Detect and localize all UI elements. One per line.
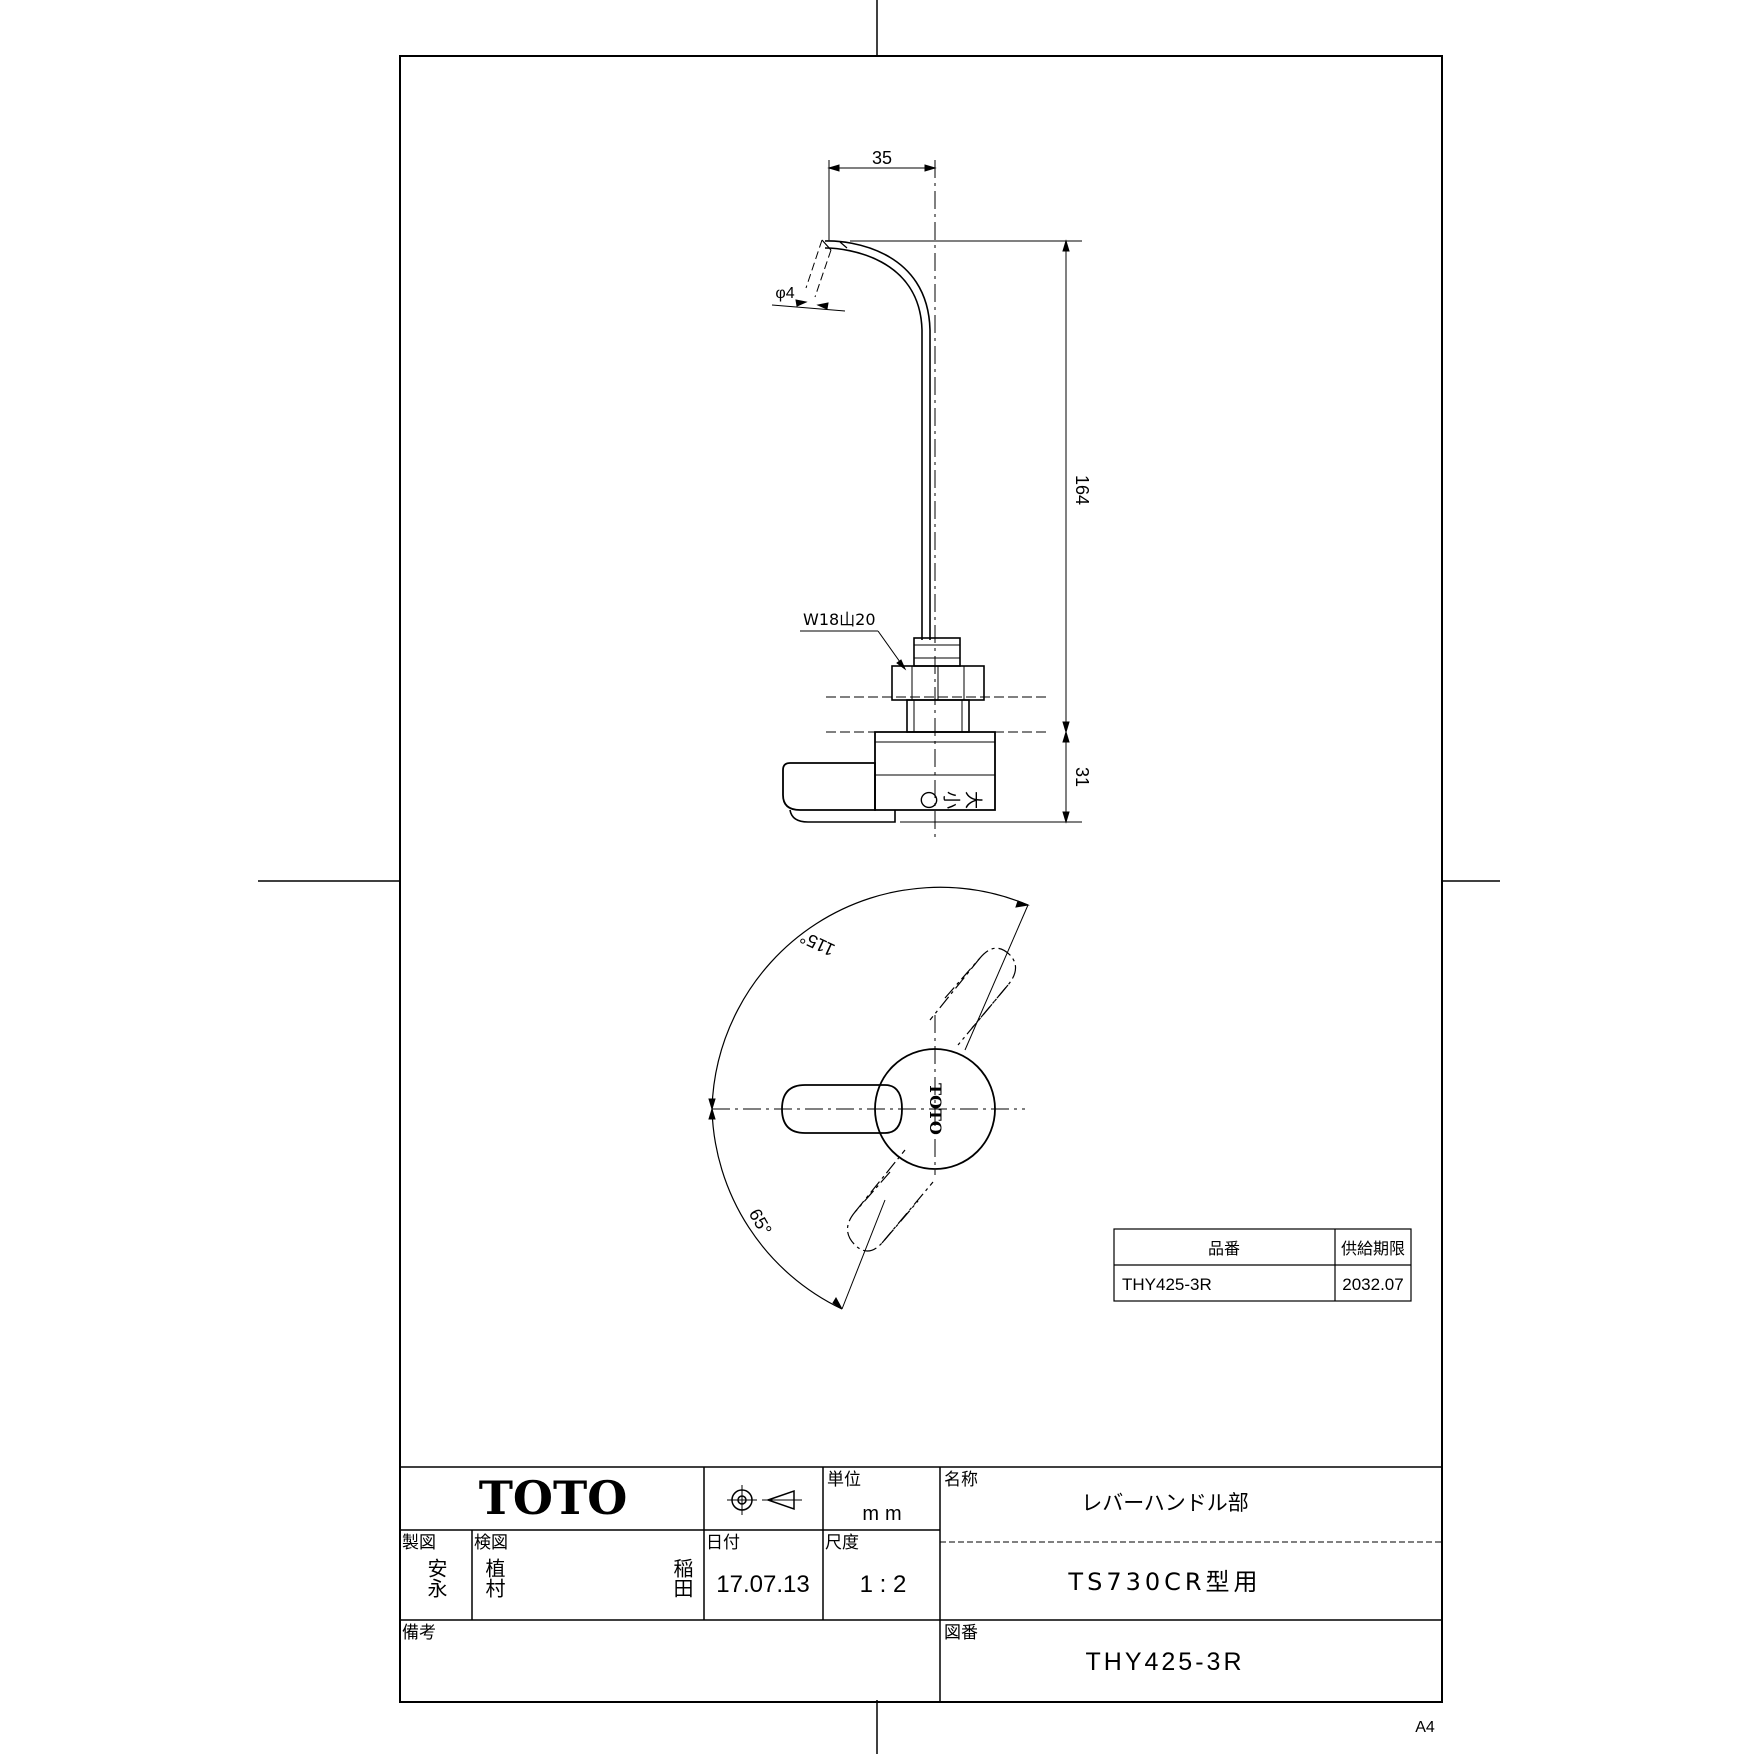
angle-65: 65° — [745, 1205, 776, 1239]
front-view-dimensions — [771, 160, 1082, 824]
unit-label: 単位 — [827, 1470, 861, 1490]
supply-header-part: 品番 — [1208, 1239, 1240, 1258]
centering-marks — [258, 0, 1500, 1754]
dim-35: 35 — [872, 148, 892, 168]
number-value: THY425-3R — [1086, 1648, 1245, 1676]
front-view — [782, 160, 1050, 842]
paper-size: A4 — [1415, 1719, 1435, 1736]
scale-value: 1 : 2 — [860, 1571, 907, 1598]
date-value: 17.07.13 — [716, 1571, 809, 1598]
dim-31: 31 — [1072, 767, 1092, 787]
title-block-text: TOTO 単位 mm 名称 レバーハンドル部 TS730CR型用 製図 安永 検… — [402, 1470, 1435, 1736]
drawn-label: 製図 — [402, 1533, 436, 1553]
number-label: 図番 — [944, 1623, 978, 1643]
dim-phi4: φ4 — [775, 285, 794, 302]
checked-by-2: 稲田 — [670, 1558, 694, 1598]
scale-label: 尺度 — [825, 1533, 859, 1553]
marking-small: 小 — [940, 791, 961, 809]
company-logo: TOTO — [479, 1471, 628, 1525]
supply-table — [1113, 1228, 1412, 1302]
front-view-dimension-text: 35 φ4 164 31 W18山20 — [775, 148, 1092, 787]
unit-value: mm — [862, 1503, 907, 1525]
checked-by-1: 植村 — [482, 1558, 506, 1598]
top-view-text: TOTO 115° 65° — [745, 927, 945, 1239]
supply-deadline: 2032.07 — [1342, 1275, 1403, 1294]
part-markings: 大 小 〇 — [917, 791, 983, 809]
marking-large: 大 — [962, 791, 983, 809]
supply-part-number: THY425-3R — [1122, 1275, 1212, 1294]
drawn-by: 安永 — [424, 1558, 448, 1598]
dim-164: 164 — [1072, 475, 1092, 505]
handle-logo: TOTO — [926, 1083, 945, 1135]
subtitle-value: TS730CR型用 — [1067, 1568, 1261, 1596]
date-label: 日付 — [706, 1533, 740, 1553]
dim-thread: W18山20 — [803, 610, 876, 629]
supply-table-text: 品番 供給期限 THY425-3R 2032.07 — [1122, 1239, 1405, 1294]
third-angle-projection-icon — [727, 1485, 802, 1515]
remarks-label: 備考 — [402, 1623, 436, 1643]
supply-header-deadline: 供給期限 — [1341, 1239, 1405, 1258]
angle-115: 115° — [797, 927, 838, 960]
marking-circle: 〇 — [917, 791, 938, 809]
title-block — [400, 1466, 1442, 1702]
checked-label: 検図 — [474, 1533, 508, 1553]
name-value: レバーハンドル部 — [1081, 1491, 1249, 1515]
top-view — [708, 886, 1030, 1310]
name-label: 名称 — [944, 1470, 978, 1490]
drawing-frame — [399, 55, 1443, 1703]
